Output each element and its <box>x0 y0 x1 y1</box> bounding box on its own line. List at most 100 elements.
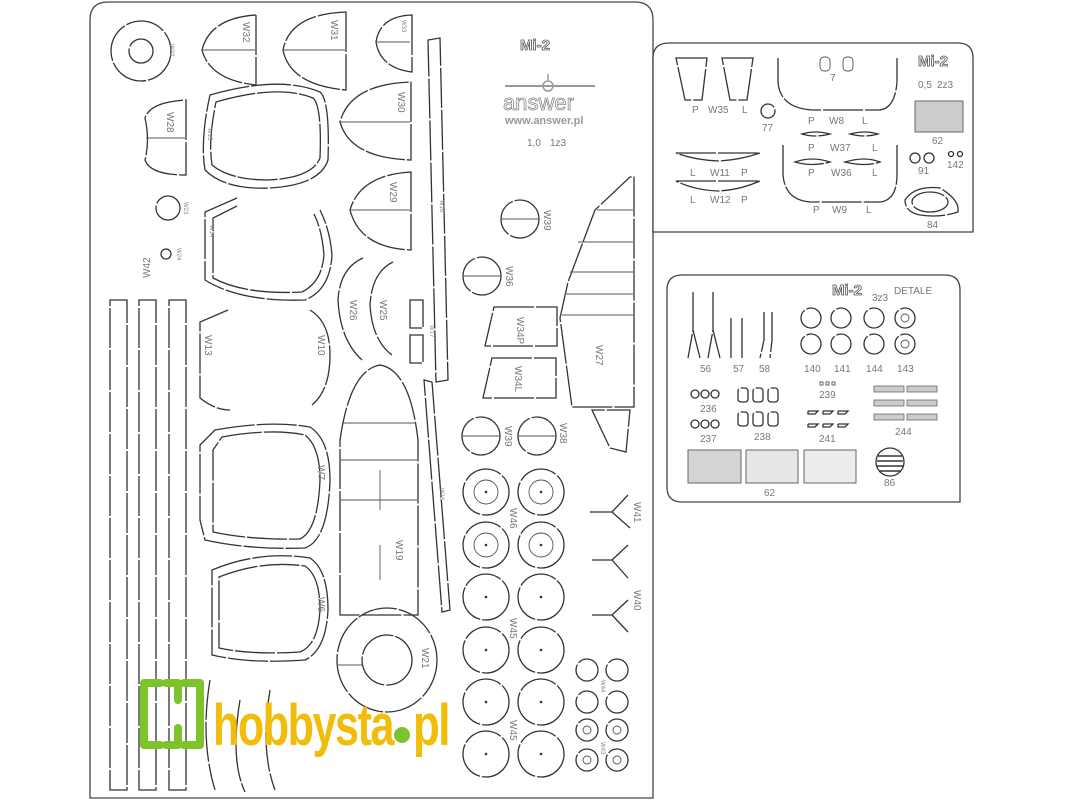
part-w42-strips: W42 <box>109 257 187 791</box>
main-fret-thickness: 1,0 <box>527 138 541 149</box>
part-w36: W36 <box>462 256 514 296</box>
svg-text:W24: W24 <box>175 248 181 261</box>
svg-text:W36: W36 <box>503 266 514 287</box>
part-w25: W25 <box>369 261 394 356</box>
svg-text:P: P <box>808 116 815 127</box>
part-238: 238 <box>737 387 779 443</box>
svg-text:W42: W42 <box>142 257 153 278</box>
part-bottom-curves <box>205 679 276 793</box>
svg-text:7: 7 <box>830 73 836 84</box>
watermark-suffix: pl <box>413 693 449 758</box>
part-w39-bottom: W39 <box>461 416 513 456</box>
part-140-141-144: 140 141 144 <box>800 307 885 375</box>
svg-text:141: 141 <box>834 364 851 375</box>
answer-logo-plane-icon <box>505 74 595 92</box>
part-57: 57 <box>730 318 745 375</box>
part-84: 84 <box>904 186 959 231</box>
svg-text:W38: W38 <box>557 423 568 444</box>
part-w37: P W37 L <box>799 131 881 154</box>
fret-2: Mi-2 0,5 2z3 P W35 L 7 P W8 L 77 62 <box>652 42 974 233</box>
svg-text:W15: W15 <box>206 128 212 141</box>
part-w34l: W34L <box>482 357 557 399</box>
svg-text:W21: W21 <box>419 648 430 669</box>
svg-text:86: 86 <box>884 478 896 489</box>
part-w39-top: W39 <box>500 199 552 239</box>
svg-text:91: 91 <box>918 166 930 177</box>
svg-text:W26: W26 <box>347 300 358 321</box>
svg-text:L: L <box>690 195 696 206</box>
svg-text:2z3: 2z3 <box>937 80 954 91</box>
svg-text:0,5: 0,5 <box>918 80 932 91</box>
svg-text:W9: W9 <box>832 205 847 216</box>
part-w33: W33 <box>375 14 413 73</box>
svg-text:56: 56 <box>700 364 712 375</box>
svg-text:140: 140 <box>804 364 821 375</box>
part-w23: W23 <box>155 195 188 221</box>
svg-text:W33: W33 <box>400 20 406 33</box>
svg-text:L: L <box>690 168 696 179</box>
svg-text:237: 237 <box>700 434 717 445</box>
svg-text:57: 57 <box>733 364 745 375</box>
part-w24: W24 <box>160 248 181 261</box>
svg-text:L: L <box>872 143 878 154</box>
svg-text:W32: W32 <box>240 22 251 43</box>
part-237: 237 <box>690 419 720 445</box>
svg-text:W19: W19 <box>393 540 404 561</box>
part-91: 91 <box>909 152 935 177</box>
part-w45-wheels: W45 W45 <box>462 573 565 778</box>
svg-text:62: 62 <box>932 136 944 147</box>
part-w18: W18 <box>423 379 451 613</box>
svg-text:W43: W43 <box>599 742 605 755</box>
svg-text:W46: W46 <box>507 508 518 529</box>
part-86-grille: 86 <box>875 447 905 489</box>
part-w21: W21 <box>336 607 438 713</box>
main-fret-title: Mi-2 <box>520 37 550 54</box>
part-w31: W31 <box>282 11 347 91</box>
part-58: 58 <box>759 312 773 375</box>
part-w13-w10-window-frame: W13 W10 <box>199 309 331 411</box>
svg-text:DETALE: DETALE <box>894 286 932 297</box>
main-fret-scale: 1z3 <box>550 138 567 149</box>
svg-text:238: 238 <box>754 432 771 443</box>
part-244: 244 <box>873 385 938 438</box>
svg-text:W34P: W34P <box>514 317 525 345</box>
svg-text:236: 236 <box>700 404 717 415</box>
part-236: 236 <box>690 389 720 415</box>
svg-text:W7: W7 <box>315 465 326 480</box>
part-w8-frame: 7 P W8 L <box>777 56 898 127</box>
part-w17: W17 <box>409 299 434 364</box>
svg-text:84: 84 <box>927 220 939 231</box>
brand-url: www.answer.pl <box>504 115 583 127</box>
part-w19: W19 <box>339 364 419 616</box>
svg-text:239: 239 <box>819 390 836 401</box>
part-143: 143 <box>894 307 916 375</box>
part-239: 239 <box>819 381 836 401</box>
part-62-panel: 62 <box>914 100 964 147</box>
svg-text:W13: W13 <box>202 335 213 356</box>
part-w40-rotor-hubs: W40 <box>592 544 642 633</box>
svg-text:W6: W6 <box>315 597 326 612</box>
svg-text:W12: W12 <box>710 195 731 206</box>
svg-text:241: 241 <box>819 434 836 445</box>
svg-text:W44: W44 <box>599 680 605 693</box>
svg-text:W8: W8 <box>829 116 844 127</box>
part-w27-tail: W27 <box>559 176 635 453</box>
part-241: 241 <box>807 410 850 445</box>
svg-text:244: 244 <box>895 427 912 438</box>
svg-text:62: 62 <box>764 488 776 499</box>
part-62-instrument-panels: 62 <box>687 449 857 499</box>
part-w34p: W34P <box>484 306 558 347</box>
svg-text:W17: W17 <box>428 325 434 338</box>
svg-text:W25: W25 <box>377 300 388 321</box>
svg-text:W23: W23 <box>182 202 188 215</box>
svg-text:W45: W45 <box>507 720 518 741</box>
svg-text:W29: W29 <box>387 182 398 203</box>
part-w32: W32 <box>201 14 257 86</box>
hobbysta-logo-icon <box>140 679 204 749</box>
svg-text:77: 77 <box>762 123 774 134</box>
svg-text:W30: W30 <box>395 92 406 113</box>
svg-text:Mi-2: Mi-2 <box>832 282 862 299</box>
part-w9-frame: P W36 L P W9 L <box>782 145 898 216</box>
part-w7-window-frame: W7 <box>199 423 331 549</box>
